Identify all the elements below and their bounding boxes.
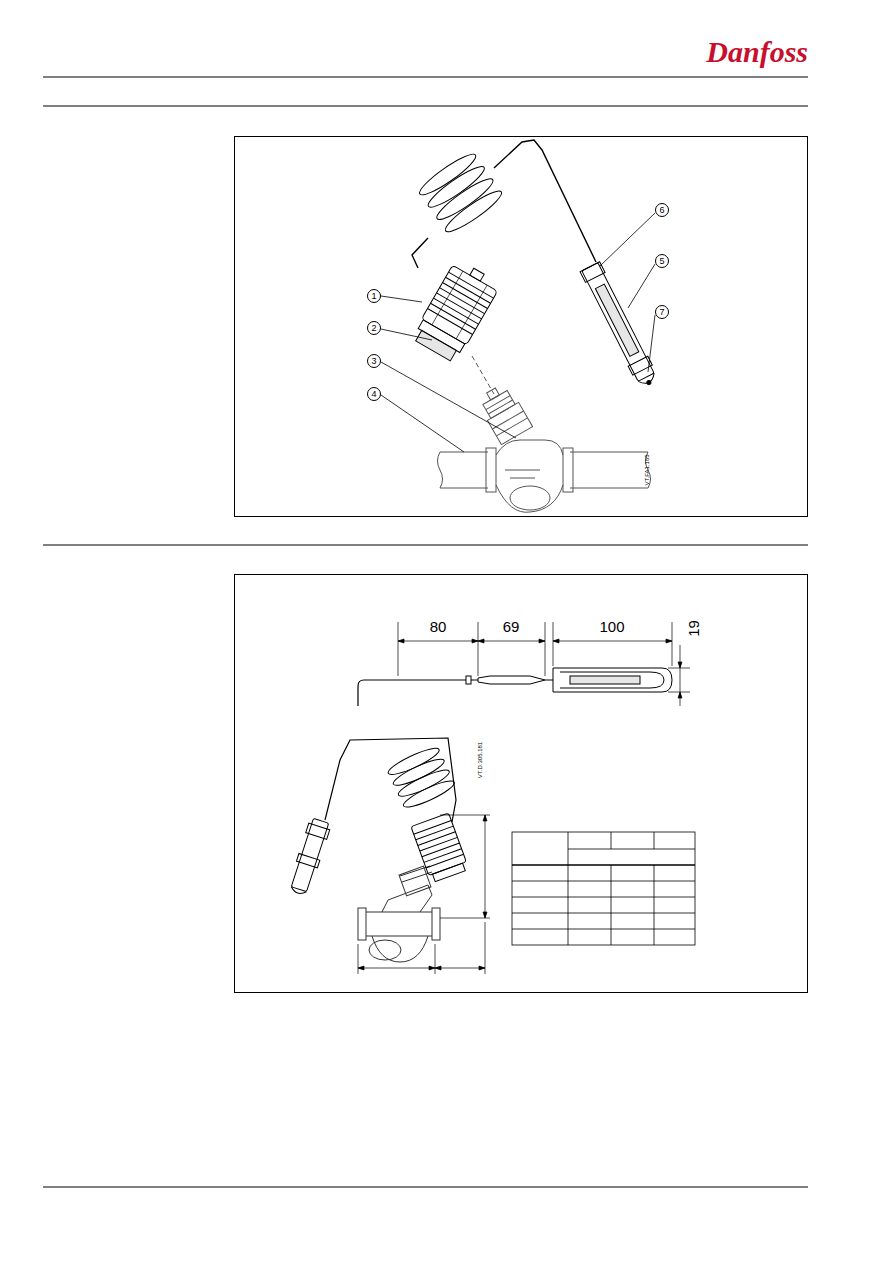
- dimension: 69: [503, 619, 520, 634]
- callout-circle: 1: [367, 289, 381, 303]
- callout-number: 3: [371, 357, 376, 366]
- brand-logo: Danfoss: [706, 37, 808, 67]
- drawing-code: VT.FA1.165: [644, 454, 650, 485]
- dimension: 19: [686, 620, 701, 637]
- drawing-code: VT.D.305.181: [477, 742, 483, 778]
- callout-circle: 2: [367, 321, 381, 335]
- callout-number: 4: [371, 390, 376, 399]
- dimension: 100: [599, 619, 624, 634]
- dimension: 80: [430, 619, 447, 634]
- callout-circle: 6: [655, 203, 669, 217]
- callout-circle: 7: [655, 305, 669, 319]
- callout-number: 1: [371, 292, 376, 301]
- callout-number: 2: [371, 324, 376, 333]
- callout-circle: 5: [655, 254, 669, 268]
- callout-number: 7: [659, 308, 664, 317]
- callout-number: 6: [659, 206, 664, 215]
- callout-number: 5: [659, 257, 664, 266]
- callout-circle: 3: [367, 354, 381, 368]
- callout-circle: 4: [367, 387, 381, 401]
